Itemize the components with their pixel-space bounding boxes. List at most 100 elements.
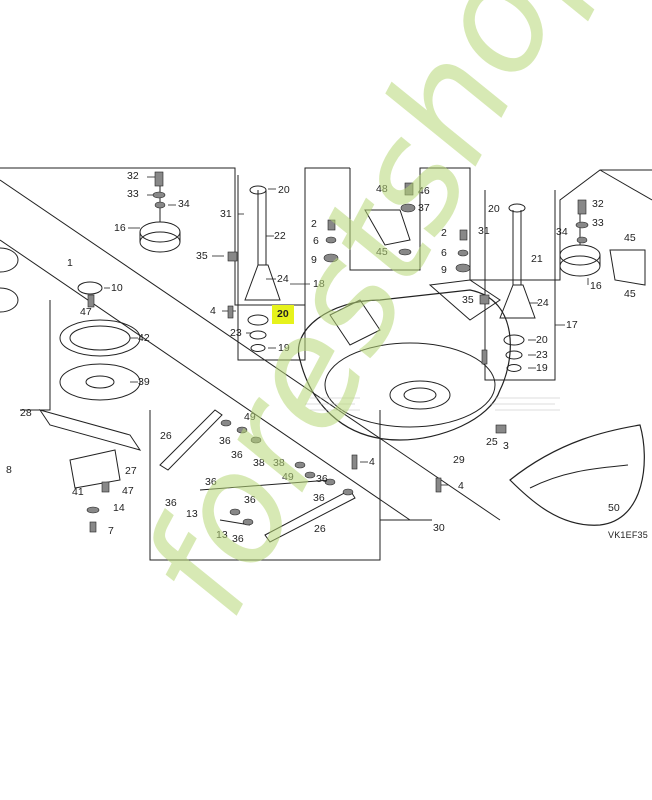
frame-diagonal-main [0,179,501,521]
bolt-2-left [327,219,336,231]
label-part-32: 32 [592,198,604,210]
label-part-31: 31 [220,208,232,220]
nut-35-right [479,294,490,305]
bolt-32-left [154,171,164,187]
spindle-housing-24-right [499,284,536,319]
group-lower-left [20,300,51,411]
label-part-14: 14 [113,502,125,514]
label-part-26: 26 [160,430,172,442]
label-part-4: 4 [369,456,375,468]
label-part-36: 36 [219,435,231,447]
label-part-33: 33 [127,188,139,200]
label-part-24: 24 [537,297,549,309]
label-part-8: 8 [6,464,12,476]
label-part-2: 2 [311,218,317,230]
label-part-20: 20 [278,184,290,196]
label-part-41: 41 [72,486,84,498]
pulley-16-right [559,244,601,266]
label-part-28: 28 [20,407,32,419]
label-part-50: 50 [608,502,620,514]
label-part-18: 18 [313,278,325,290]
label-part-22: 22 [274,230,286,242]
label-part-20: 20 [536,334,548,346]
label-part-36: 36 [313,492,325,504]
bolt-32-right [577,199,587,215]
label-part-4: 4 [210,305,216,317]
frame-left-upper [0,167,350,306]
label-part-42: 42 [138,332,150,344]
label-part-47: 47 [80,306,92,318]
frame-diagonal-top [599,169,652,201]
label-part-36: 36 [205,476,217,488]
label-part-4: 4 [458,480,464,492]
washer-33-left [152,191,166,199]
frame-right-upper [349,167,652,281]
label-part-38: 38 [273,457,285,469]
label-part-19: 19 [278,342,290,354]
bracket-45 [609,249,646,286]
cap-10 [77,281,103,295]
bolt-2-right [459,229,468,241]
group-17-box [484,190,556,381]
label-part-49: 49 [244,411,256,423]
label-part-10: 10 [111,282,123,294]
label-part-34: 34 [556,226,568,238]
label-part-35: 35 [196,250,208,262]
label-part-19: 19 [536,362,548,374]
label-part-20-highlighted[interactable]: 20 [272,305,294,324]
label-part-48: 48 [376,183,388,195]
label-part-13: 13 [216,529,228,541]
label-part-9: 9 [311,254,317,266]
spindle-housing-24-left [244,264,281,301]
label-part-38: 38 [253,457,265,469]
blade-holder-41 [69,449,121,489]
label-part-32: 32 [127,170,139,182]
deck-inner [324,342,496,428]
label-part-23: 23 [536,349,548,361]
label-part-36: 36 [244,494,256,506]
link-arm-26-upper [159,409,223,471]
label-part-6: 6 [441,247,447,259]
label-part-24: 24 [277,273,289,285]
label-part-36: 36 [316,473,328,485]
bolt-46 [404,182,414,196]
nut-35-left [227,251,238,262]
label-part-29: 29 [453,454,465,466]
label-part-36: 36 [165,497,177,509]
label-part-21: 21 [531,253,543,265]
label-part-46: 46 [418,185,430,197]
label-part-25: 25 [486,436,498,448]
label-part-45: 45 [624,232,636,244]
label-part-3: 3 [503,440,509,452]
label-part-1: 1 [67,257,73,269]
mower-deck [297,289,511,441]
label-part-17: 17 [566,319,578,331]
link-arm-26-lower [264,489,356,543]
bracket-48 [364,209,411,246]
label-part-37: 37 [418,202,430,214]
label-part-20: 20 [488,203,500,215]
label-part-49: 49 [282,471,294,483]
label-part-6: 6 [313,235,319,247]
label-part-9: 9 [441,264,447,276]
label-part-45: 45 [624,288,636,300]
label-part-39: 39 [138,376,150,388]
bolt-4-left [227,305,234,319]
label-part-30: 30 [433,522,445,534]
label-part-36: 36 [231,449,243,461]
label-part-45: 45 [376,246,388,258]
label-part-13: 13 [186,508,198,520]
group-18-box [237,175,306,361]
label-part-2: 2 [441,227,447,239]
frame-diagonal-lower [0,239,411,521]
blade-27 [38,409,142,451]
label-part-35: 35 [462,294,474,306]
discharge-chute [509,424,645,526]
label-part-7: 7 [108,525,114,537]
label-part-16: 16 [114,222,126,234]
label-part-47: 47 [122,485,134,497]
group-blades [149,410,381,561]
label-part-16: 16 [590,280,602,292]
